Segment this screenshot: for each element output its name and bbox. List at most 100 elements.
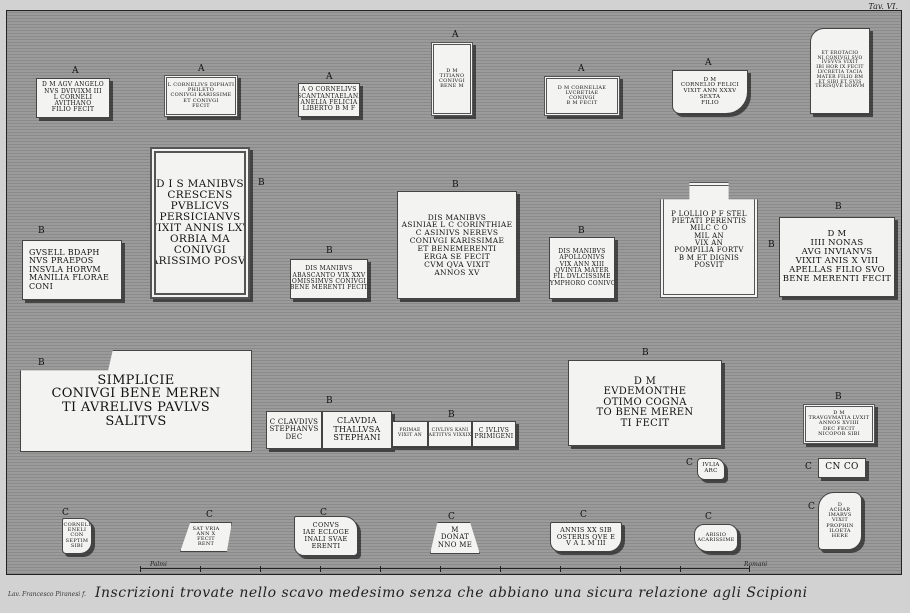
inscription-line: D xyxy=(837,501,843,508)
inscription-line: D M xyxy=(833,409,845,416)
label-b: B xyxy=(768,240,775,250)
inscription-line: CONIVGI xyxy=(569,95,595,101)
inscription-line: CORNELIO FELICI xyxy=(680,82,740,89)
inscription-line: DIS MANIBVS xyxy=(305,265,353,273)
inscription-line: GVSELL BDAPH xyxy=(29,248,100,258)
inscription-line: PVBLICVS xyxy=(170,199,230,212)
inscription-line: AVG INVIANVS xyxy=(801,247,873,258)
inscription-line: P LOLLIO P F STEL xyxy=(671,209,747,218)
inscription-line: AETITVS VIXXIX xyxy=(428,433,472,438)
inscription-line: MATER FILIO BM xyxy=(816,74,864,80)
inscription-line: DEC FECIT xyxy=(822,425,856,432)
inscription-line: NICOPOR SIBI xyxy=(818,430,860,437)
inscription-line: CRESCENS xyxy=(167,188,233,201)
inscription-line: VIXIT ANN XXXV xyxy=(683,88,737,95)
inscription-line: ET EROTACIO xyxy=(821,50,859,56)
inscription-line: FIL DVLCISSIME xyxy=(553,273,611,281)
inscription-line: PHILETO xyxy=(187,87,215,94)
inscription-line: D M xyxy=(633,375,657,387)
inscription-line: LVCRETIA TACIA xyxy=(817,70,863,75)
label-b: B xyxy=(258,178,265,188)
plate-number: Tav. VI. xyxy=(868,2,898,11)
inscription-line: VIXIT xyxy=(832,517,848,524)
label-c: C xyxy=(448,512,455,522)
inscription-line: APOLLONIVS xyxy=(559,254,605,262)
inscription-line: BENE MERENTI FECIT xyxy=(782,273,892,284)
inscription-line: BENE M xyxy=(440,83,464,90)
inscription-line: IVSVVS VIXIT xyxy=(821,60,859,66)
inscription-line: NNO ME xyxy=(437,540,473,549)
inscription-line: V A L M III xyxy=(566,539,606,548)
inscription-line: ACARISSIME xyxy=(697,537,735,543)
inscription-line: INALI SVAE xyxy=(304,535,348,543)
inscription-line: NVS PRAEPOS xyxy=(29,256,94,266)
label-b: B xyxy=(835,392,842,402)
inscription-line: B M ET DIGNIS xyxy=(678,253,740,262)
label-a: A xyxy=(705,58,712,68)
inscription-line: INSVLA HORVM xyxy=(29,264,101,274)
inscription-line: ARC xyxy=(704,468,718,474)
inscription-line: TITIANO xyxy=(439,72,465,79)
inscription-line: TI FECIT xyxy=(620,417,670,429)
label-c: C xyxy=(62,508,69,518)
inscription-line: DIS MANIBVS xyxy=(558,248,606,256)
inscription-line: SEPTIM xyxy=(65,537,89,544)
inscription-line: TI AVRELIVS PAVLVS xyxy=(61,400,210,415)
label-c: C xyxy=(206,510,213,520)
label-a: A xyxy=(452,30,459,40)
inscription-line: MANILIA FLORAE xyxy=(29,273,110,283)
inscription-line: LIBERTO B M F xyxy=(302,105,356,113)
inscription-line: ET CONIVGI xyxy=(183,97,219,104)
label-c: C xyxy=(808,502,815,512)
inscription-line: POSVIT xyxy=(694,261,724,270)
inscription-line: ANNOS XVIIII xyxy=(818,420,860,427)
inscription-line: SEXTA xyxy=(699,93,721,100)
inscription-line: ANNOS XV xyxy=(434,267,480,277)
inscription-line: DEC xyxy=(285,432,303,441)
inscription-line: OTIMO COGNA xyxy=(603,396,687,408)
inscription-line: SIMPLICIE xyxy=(97,372,175,388)
label-b: B xyxy=(38,358,45,368)
inscription-line: ENELI xyxy=(67,527,87,534)
inscription-line: DIS MANIBVS xyxy=(427,212,487,222)
inscription-line: RENT xyxy=(197,541,215,548)
label-c: C xyxy=(320,508,327,518)
inscription-line: VIX AN xyxy=(694,239,723,247)
inscription-line: STEPHANVS xyxy=(269,425,319,434)
inscription-line: FECIT xyxy=(192,102,210,109)
inscription-line: D M CORNELIAE xyxy=(557,84,607,91)
inscription-line: PRIMAE xyxy=(399,428,421,434)
inscription-line: IIII NONAS xyxy=(810,238,864,249)
inscription-line: C IVLIVS xyxy=(478,426,510,434)
inscription-line: SYMPHORO CONIVGI xyxy=(549,279,615,287)
inscription-line: D M xyxy=(827,229,847,240)
inscription-line: PIETATI PERENTIS xyxy=(671,216,747,225)
inscription-line: CONIVGI xyxy=(439,78,465,84)
inscription-line: SIBI xyxy=(70,542,84,549)
inscription-line: SCANTANTAELANI xyxy=(298,92,360,100)
inscription-line: B M FECIT xyxy=(566,100,598,107)
label-b: B xyxy=(642,348,649,358)
engraver-signature: Lav. Francesco Piranesi f. xyxy=(8,591,87,598)
inscription-line: ASINIAE L C CORINTHIAE xyxy=(401,220,513,230)
inscription-line: EVDEMONTHE xyxy=(603,386,687,398)
label-a: A xyxy=(72,66,79,76)
inscription-line: CONIVGI BENE MEREN xyxy=(51,386,221,402)
